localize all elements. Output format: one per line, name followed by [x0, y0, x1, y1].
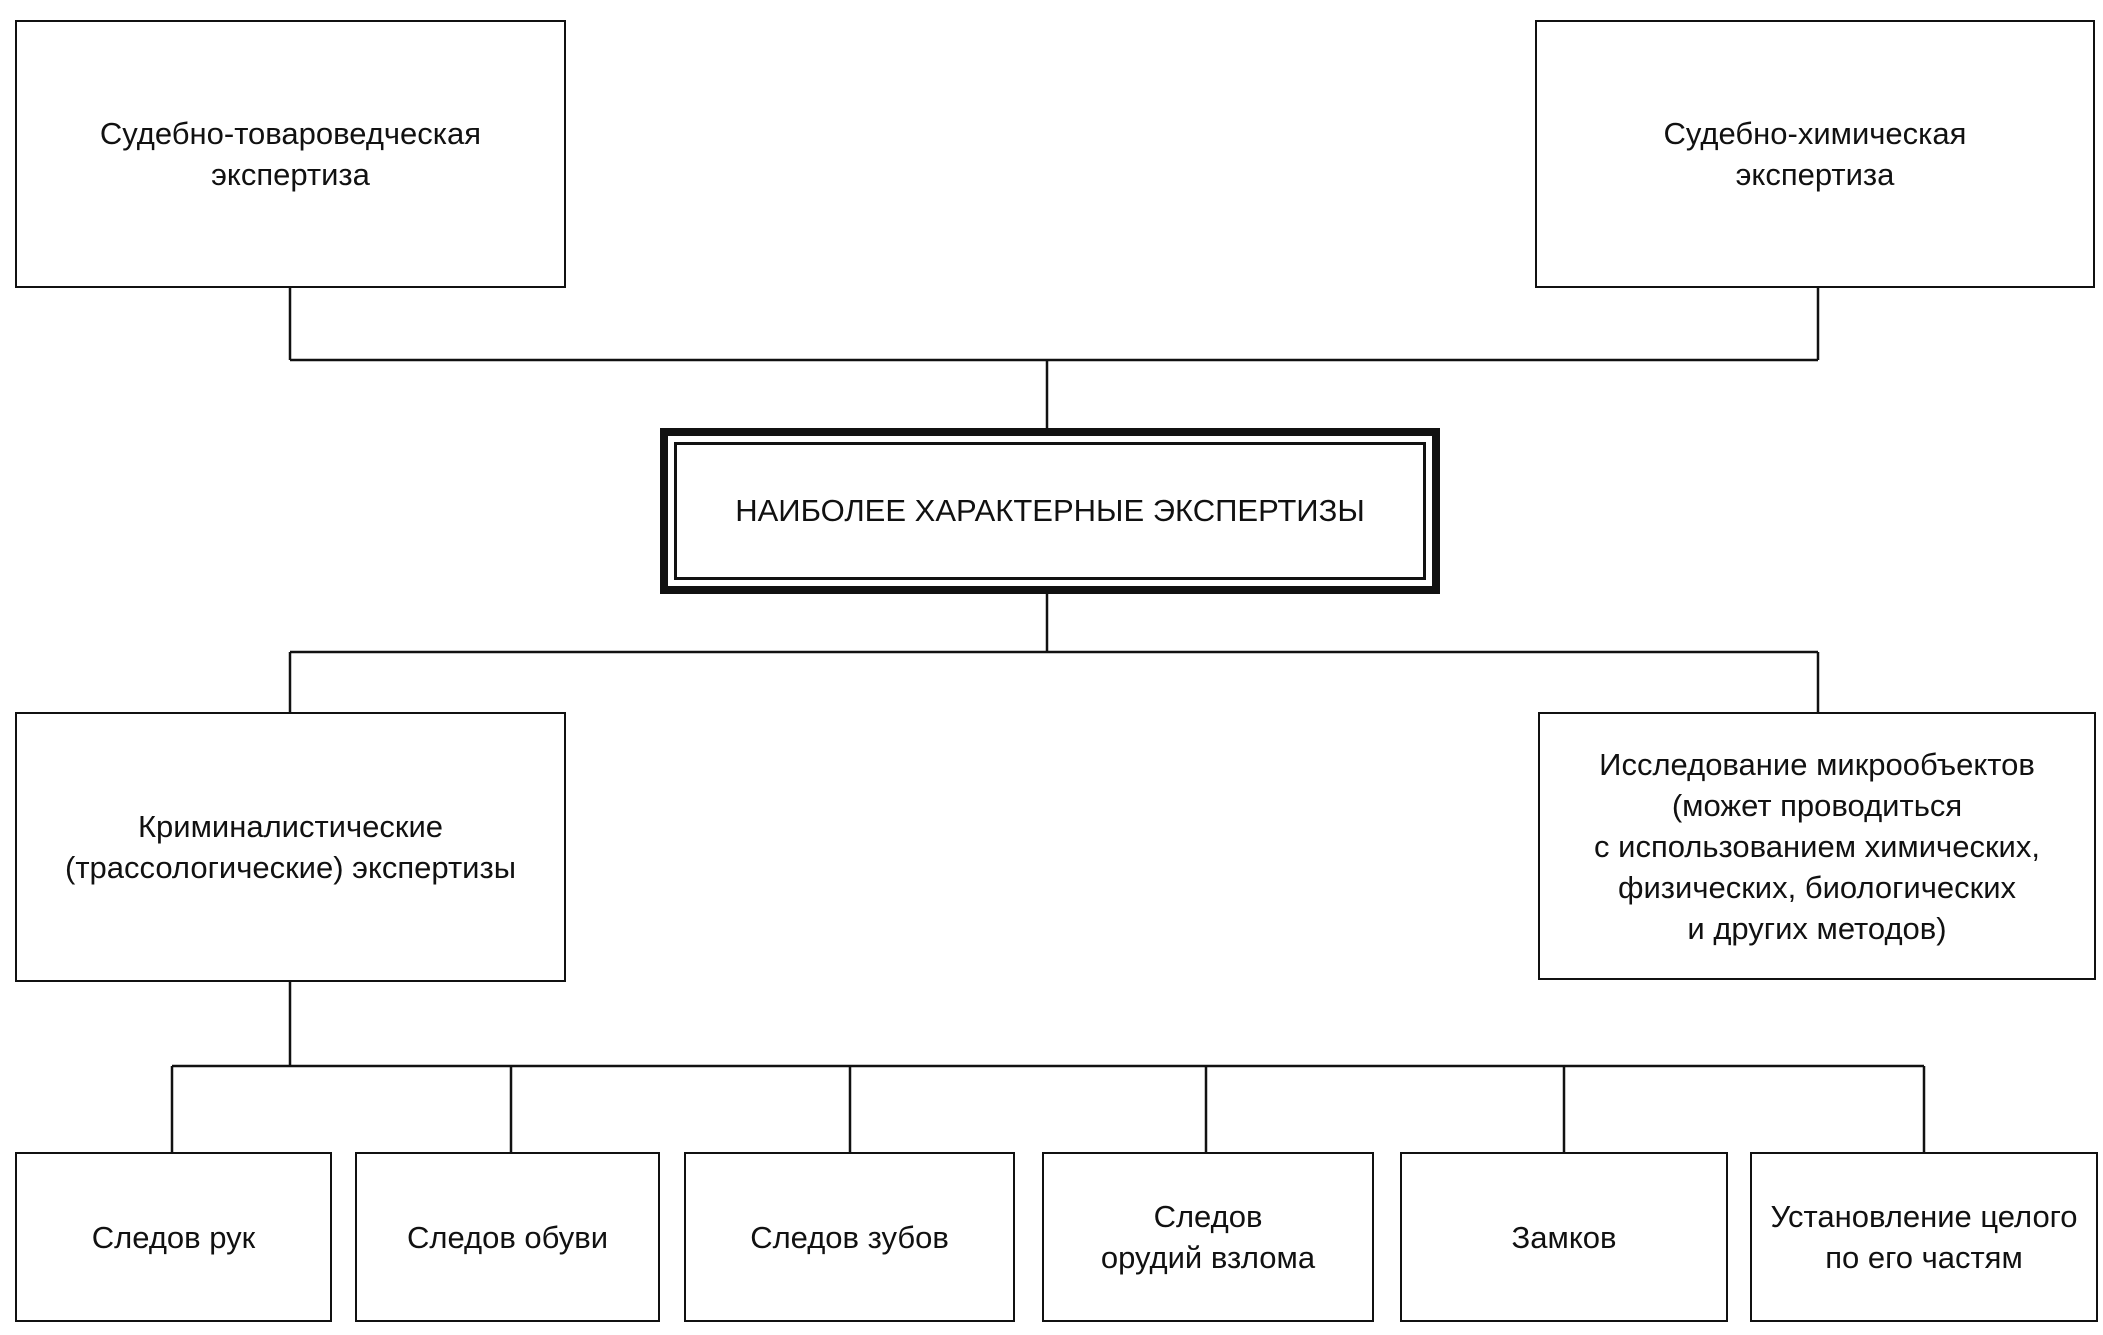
box-main-title-inner: НАИБОЛЕЕ ХАРАКТЕРНЫЕ ЭКСПЕРТИЗЫ — [674, 442, 1426, 580]
box-tool-traces: Следов орудий взлома — [1042, 1152, 1374, 1322]
box-hand-traces-label: Следов рук — [91, 1219, 256, 1255]
box-microobjects-line-4: физических, биологических — [1617, 869, 2017, 905]
box-tool-traces-line-2: орудий взлома — [1100, 1240, 1316, 1275]
box-microobjects-line-3: с использованием химических, — [1594, 828, 2040, 864]
box-chemical-expertise: Судебно-химическая экспертиза — [1535, 20, 2095, 288]
box-tool-traces-line-1: Следов — [1153, 1199, 1263, 1234]
main-title-text: НАИБОЛЕЕ ХАРАКТЕРНЫЕ ЭКСПЕРТИЗЫ — [735, 493, 1365, 528]
box-microobjects-line-2: (может проводиться — [1671, 787, 1963, 823]
box-microobjects: Исследование микрообъектов (может провод… — [1538, 712, 2096, 980]
box-microobjects-line-5: и других методов) — [1687, 910, 1947, 946]
box-whole-by-parts-line-2: по его частям — [1825, 1240, 2023, 1275]
box-hand-traces: Следов рук — [15, 1152, 332, 1322]
box-trace-expertise: Криминалистические (трассологические) эк… — [15, 712, 566, 982]
box-commodity-expertise: Судебно-товароведческая экспертиза — [15, 20, 566, 288]
box-shoe-traces-label: Следов обуви — [406, 1219, 609, 1255]
box-locks: Замков — [1400, 1152, 1728, 1322]
box-shoe-traces: Следов обуви — [355, 1152, 660, 1322]
box-chemical-expertise-line-1: Судебно-химическая — [1663, 116, 1967, 151]
box-locks-label: Замков — [1511, 1219, 1617, 1255]
box-commodity-expertise-line-1: Судебно-товароведческая — [99, 116, 482, 151]
box-teeth-traces: Следов зубов — [684, 1152, 1015, 1322]
box-trace-expertise-line-1: Криминалистические — [137, 809, 444, 844]
box-main-title: НАИБОЛЕЕ ХАРАКТЕРНЫЕ ЭКСПЕРТИЗЫ — [660, 428, 1440, 594]
box-microobjects-line-1: Исследование микрообъектов — [1599, 746, 2035, 782]
box-trace-expertise-line-2: (трассологические) экспертизы — [65, 850, 516, 885]
box-whole-by-parts: Установление целого по его частям — [1750, 1152, 2098, 1322]
box-chemical-expertise-line-2: экспертиза — [1735, 157, 1895, 192]
box-whole-by-parts-line-1: Установление целого — [1770, 1199, 2078, 1234]
box-teeth-traces-label: Следов зубов — [750, 1219, 949, 1255]
box-commodity-expertise-line-2: экспертиза — [211, 157, 370, 192]
